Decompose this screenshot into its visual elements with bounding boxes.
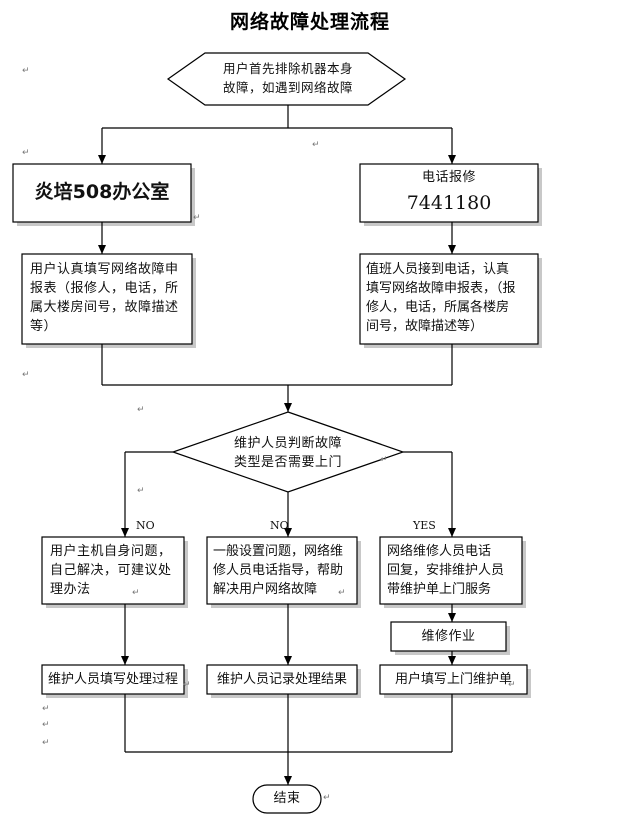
- left-form-line: 报表（报修人，电话，所: [30, 281, 179, 296]
- branch-right-line: 带维护单上门服务: [387, 582, 492, 597]
- repair-label: 维修作业: [421, 629, 476, 644]
- paragraph-mark: ↵: [380, 455, 388, 465]
- branch-right-box: [379, 536, 523, 605]
- branch-right-line: 网络维修人员电话: [387, 544, 492, 559]
- paragraph-mark: ↵: [338, 588, 346, 598]
- right-form-text: 值班人员接到电话，认真 填写网络故障申报表，（报 修人，电话，所属各楼房 间号，…: [366, 260, 538, 336]
- phone-number: 7441180: [406, 192, 492, 214]
- left-form-box: [21, 253, 193, 345]
- right-form-box: [359, 253, 539, 345]
- left-form-line: 等）: [30, 319, 58, 334]
- page-title: 网络故障处理流程: [229, 11, 390, 33]
- branch-middle-line: 一般设置问题，网络维: [213, 544, 344, 559]
- start-text: 用户首先排除机器本身 故障，如遇到网络故障: [188, 59, 388, 97]
- right-form-line: 修人，电话，所属各楼房: [366, 300, 510, 315]
- branch-middle-line: 解决用户网络故障: [213, 582, 318, 597]
- phone-label: 电话报修: [421, 170, 476, 185]
- right-form-line: 填写网络故障申报表，（报: [366, 281, 516, 296]
- repair-box: [390, 621, 507, 652]
- branch-middle-text: 一般设置问题，网络维 修人员电话指导，帮助 解决用户网络故障: [213, 542, 357, 599]
- branch-right-line: 回复，安排维护人员: [387, 563, 505, 578]
- record-right-box: [379, 664, 528, 695]
- edge-label-no-middle: NO: [270, 519, 289, 532]
- start-line-2: 故障，如遇到网络故障: [222, 80, 353, 95]
- office-label: 炎培508办公室: [34, 181, 170, 203]
- branch-left-line: 用户主机自身问题，: [50, 544, 172, 559]
- record-left-box: [41, 664, 185, 695]
- end-label: 结束: [273, 791, 301, 806]
- decision-line-1: 维护人员判断故障: [233, 436, 342, 451]
- branch-left-line: 理办法: [50, 582, 91, 597]
- office-box: [12, 163, 192, 223]
- edge-label-yes-right: YES: [413, 519, 436, 532]
- start-hexagon: [166, 52, 407, 106]
- paragraph-mark: ↵: [323, 793, 331, 803]
- decision-line-2: 类型是否需要上门: [233, 455, 342, 470]
- connectors: [98, 105, 456, 785]
- paragraph-mark: ↵: [508, 680, 516, 690]
- branch-right-text: 网络维修人员电话 回复，安排维护人员 带维护单上门服务: [387, 542, 522, 599]
- branch-left-line: 自己解决，可建议处: [50, 563, 172, 578]
- record-middle-label: 维护人员记录处理结果: [216, 672, 347, 687]
- phone-box: [359, 163, 539, 223]
- paragraph-mark: ↵: [312, 140, 320, 150]
- right-form-line: 值班人员接到电话，认真: [366, 262, 510, 277]
- paragraph-mark: ↵: [132, 588, 140, 598]
- branch-left-box: [41, 536, 185, 605]
- branch-left-text: 用户主机自身问题， 自己解决，可建议处 理办法: [50, 542, 184, 599]
- left-form-line: 属大楼房间号，故障描述: [30, 300, 179, 315]
- paragraph-mark: ↵: [22, 370, 30, 380]
- branch-middle-box: [206, 536, 358, 605]
- paragraph-mark: ↵: [371, 12, 379, 22]
- branch-middle-line: 修人员电话指导，帮助: [213, 563, 344, 578]
- paragraph-mark: ↵: [42, 704, 50, 714]
- end-terminal: [252, 784, 322, 814]
- record-middle-box: [206, 664, 358, 695]
- right-form-line: 间号，故障描述等）: [366, 319, 484, 334]
- start-line-1: 用户首先排除机器本身: [222, 61, 353, 76]
- paragraph-mark: ↵: [137, 486, 145, 496]
- paragraph-mark: ↵: [42, 738, 50, 748]
- paragraph-mark: ↵: [22, 66, 30, 76]
- left-form-text: 用户认真填写网络故障申 报表（报修人，电话，所 属大楼房间号，故障描述 等）: [30, 260, 190, 336]
- paragraph-mark: ↵: [183, 680, 191, 690]
- paragraph-mark: ↵: [193, 213, 201, 223]
- decision-text: 维护人员判断故障 类型是否需要上门: [188, 434, 388, 472]
- record-left-label: 维护人员填写处理过程: [47, 672, 178, 687]
- paragraph-mark: ↵: [137, 405, 145, 415]
- left-form-line: 用户认真填写网络故障申: [30, 262, 179, 277]
- paragraph-mark: ↵: [42, 720, 50, 730]
- record-right-label: 用户填写上门维护单: [394, 672, 512, 687]
- paragraph-mark: ↵: [22, 148, 30, 158]
- edge-label-no-left: NO: [136, 519, 155, 532]
- phone-text: 电话报修 7441180: [360, 168, 538, 217]
